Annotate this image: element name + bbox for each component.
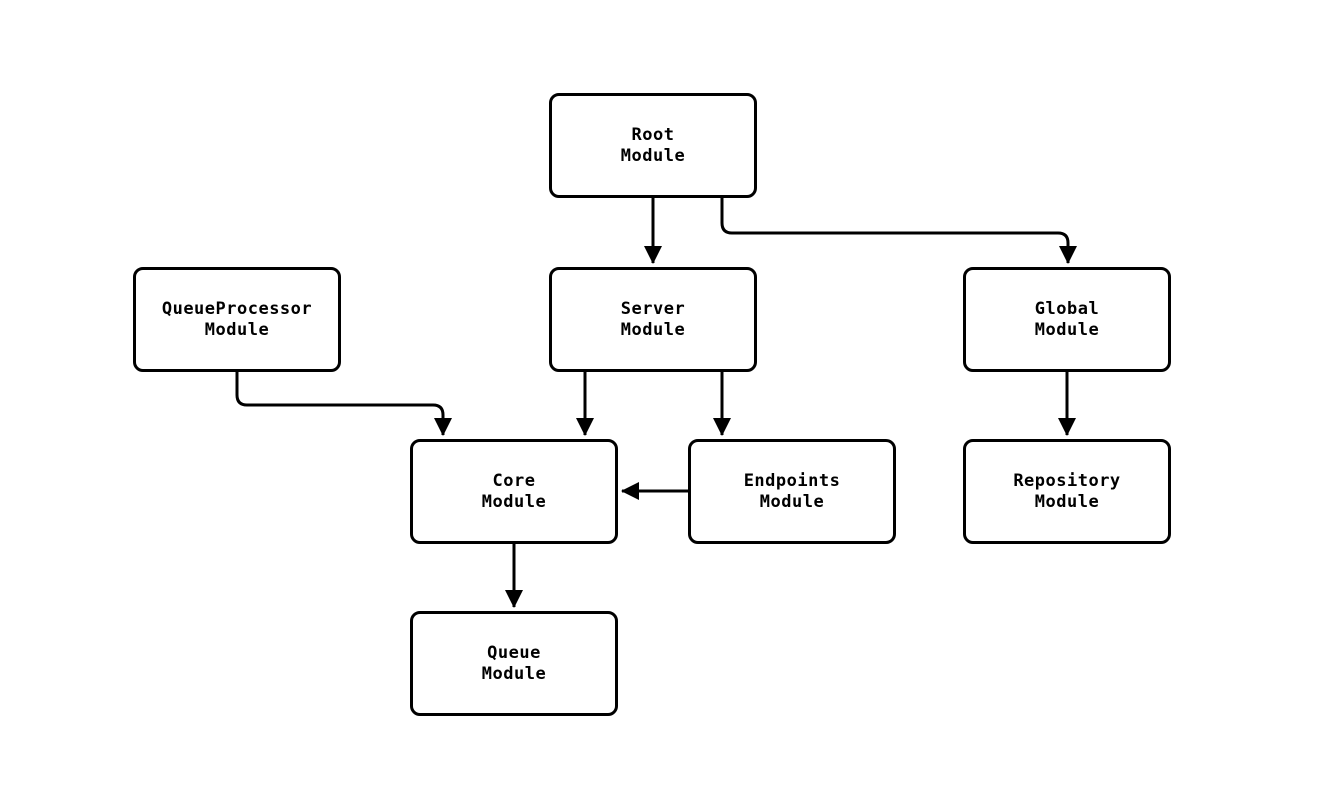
- node-repository-module-label: Repository Module: [1013, 470, 1121, 512]
- edge-group: [235, 198, 1077, 608]
- node-root-module-label: Root Module: [620, 124, 686, 166]
- node-repository-module: Repository Module: [963, 439, 1171, 544]
- node-global-module: Global Module: [963, 267, 1171, 372]
- node-queue-module: Queue Module: [410, 611, 618, 716]
- node-queueprocessor-module: QueueProcessor Module: [133, 267, 341, 372]
- node-queueprocessor-module-label: QueueProcessor Module: [161, 298, 313, 340]
- node-queue-module-label: Queue Module: [481, 642, 547, 684]
- node-endpoints-module-label: Endpoints Module: [743, 470, 841, 512]
- edge-queueprocessor-to-core: [235, 372, 452, 436]
- node-endpoints-module: Endpoints Module: [688, 439, 896, 544]
- node-root-module: Root Module: [549, 93, 757, 198]
- node-core-module-label: Core Module: [481, 470, 547, 512]
- node-server-module-label: Server Module: [620, 298, 686, 340]
- node-core-module: Core Module: [410, 439, 618, 544]
- node-server-module: Server Module: [549, 267, 757, 372]
- edge-root-to-global: [720, 198, 1077, 264]
- node-global-module-label: Global Module: [1034, 298, 1100, 340]
